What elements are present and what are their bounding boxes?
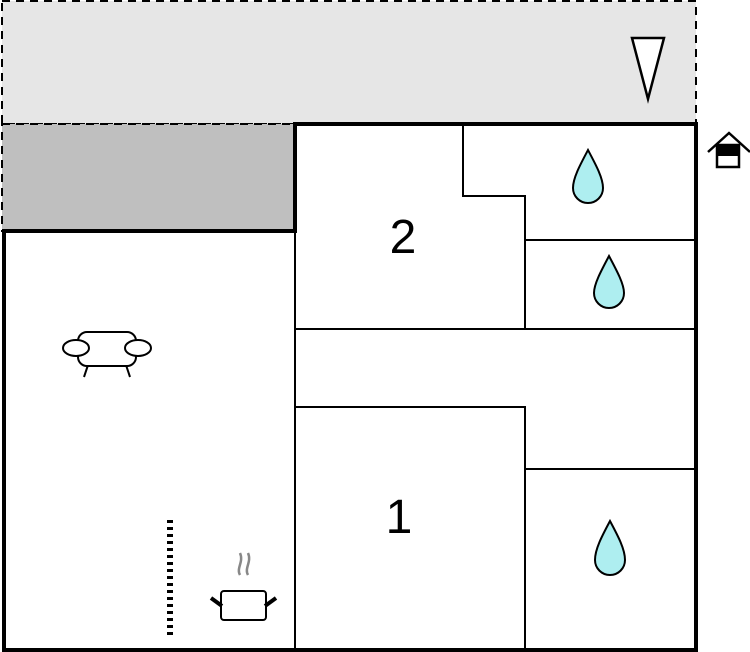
interior-walls <box>294 124 696 650</box>
north-arrow-icon <box>630 36 666 104</box>
cooking-pot-icon <box>209 552 278 621</box>
entrance-house-icon <box>707 131 750 169</box>
water-drop-icon <box>571 147 627 576</box>
room-1-label: 1 <box>386 491 413 544</box>
terrace-area <box>1 0 697 125</box>
room-2-label: 2 <box>390 211 417 264</box>
covered-area <box>1 123 296 232</box>
sofa-icon <box>62 331 152 378</box>
